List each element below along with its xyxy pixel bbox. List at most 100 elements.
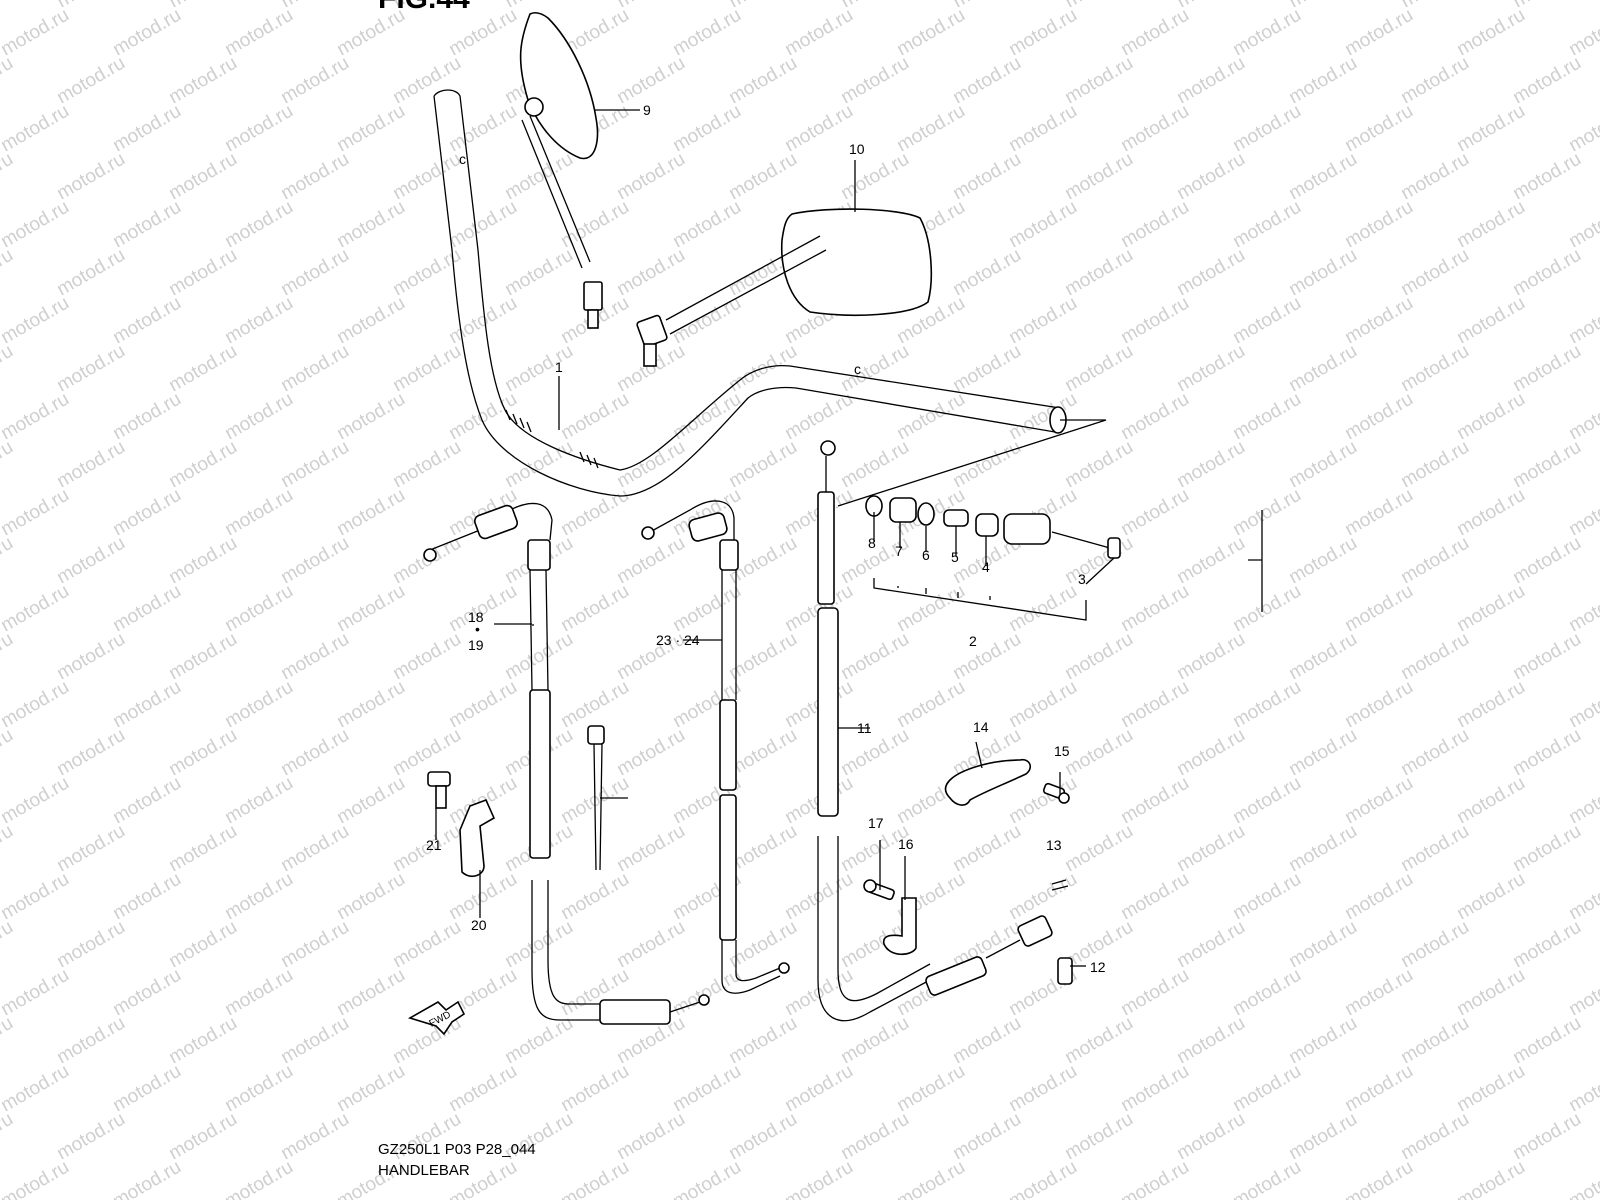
watermark-text: motod.ru	[837, 725, 912, 781]
watermark-text: motod.ru	[669, 293, 744, 349]
watermark-text: motod.ru	[949, 149, 1024, 205]
callout-20: 20	[471, 917, 487, 933]
watermark-text: motod.ru	[557, 869, 632, 925]
watermark-text: motod.ru	[1397, 1013, 1472, 1069]
watermark-text: motod.ru	[221, 101, 296, 157]
watermark-text: motod.ru	[277, 1109, 352, 1165]
watermark-text: motod.ru	[53, 245, 128, 301]
callout-21: 21	[426, 837, 442, 853]
callout-9: 9	[643, 102, 651, 118]
watermark-text: motod.ru	[109, 197, 184, 253]
callout-4: 4	[982, 559, 990, 575]
watermark-text: motod.ru	[1229, 5, 1304, 61]
watermark-text: motod.ru	[333, 581, 408, 637]
watermark-text: motod.ru	[613, 821, 688, 877]
watermark-text: motod.ru	[333, 1061, 408, 1117]
watermark-text: motod.ru	[333, 389, 408, 445]
watermark-text: motod.ru	[725, 1013, 800, 1069]
watermark-text: motod.ru	[669, 101, 744, 157]
watermark-text: motod.ru	[837, 341, 912, 397]
watermark-text: motod.ru	[1285, 149, 1360, 205]
watermark-text: motod.ru	[1509, 53, 1584, 109]
watermark-text: motod.ru	[1005, 197, 1080, 253]
watermark-text: motod.ru	[1341, 869, 1416, 925]
watermark-text: motod.ru	[1173, 437, 1248, 493]
watermark-text: motod.ru	[1173, 725, 1248, 781]
throttle-cable-18-19	[423, 502, 710, 1025]
watermark-text: motod.ru	[109, 5, 184, 61]
watermark-text: motod.ru	[1005, 5, 1080, 61]
watermark-text: motod.ru	[109, 677, 184, 733]
watermark-text: motod.ru	[1565, 1061, 1600, 1117]
watermark-text: motod.ru	[109, 869, 184, 925]
watermark-text: motod.ru	[1509, 245, 1584, 301]
watermark-text: motod.ru	[1453, 1157, 1528, 1200]
callout-8: 8	[868, 535, 876, 551]
watermark-text: motod.ru	[1061, 341, 1136, 397]
watermark-text: motod.ru	[0, 1061, 73, 1117]
callout-2: 2	[969, 633, 977, 649]
watermark-text: motod.ru	[1509, 917, 1584, 973]
watermark-text: motod.ru	[1061, 149, 1136, 205]
watermark-text: motod.ru	[0, 869, 73, 925]
watermark-text: motod.ru	[1005, 581, 1080, 637]
watermark-text: motod.ru	[1229, 101, 1304, 157]
watermark-text: motod.ru	[837, 149, 912, 205]
watermark-text: motod.ru	[1341, 677, 1416, 733]
watermark-text: motod.ru	[1397, 53, 1472, 109]
watermark-text: motod.ru	[277, 53, 352, 109]
watermark-text: motod.ru	[109, 389, 184, 445]
watermark-text: motod.ru	[1005, 1157, 1080, 1200]
watermark-text: motod.ru	[1453, 773, 1528, 829]
watermark-text: motod.ru	[1565, 869, 1600, 925]
watermark-text: motod.ru	[1173, 533, 1248, 589]
watermark-text: motod.ru	[109, 293, 184, 349]
watermark-text: motod.ru	[0, 485, 73, 541]
watermark-text: motod.ru	[1509, 533, 1584, 589]
watermark-text: motod.ru	[1565, 101, 1600, 157]
watermark-text: motod.ru	[1285, 917, 1360, 973]
watermark-text: motod.ru	[1565, 197, 1600, 253]
watermark-text: motod.ru	[0, 197, 73, 253]
watermark-text: motod.ru	[1453, 1061, 1528, 1117]
watermark-text: motod.ru	[221, 5, 296, 61]
watermark-text: motod.ru	[1341, 1061, 1416, 1117]
watermark-text: motod.ru	[333, 101, 408, 157]
watermark-text: motod.ru	[165, 53, 240, 109]
watermark-text: motod.ru	[1061, 1109, 1136, 1165]
handlebar: c c	[433, 89, 1107, 507]
watermark-text: motod.ru	[445, 677, 520, 733]
watermark-text: motod.ru	[109, 1061, 184, 1117]
watermark-text: motod.ru	[0, 581, 73, 637]
watermark-text: motod.ru	[1117, 965, 1192, 1021]
callout-18: 18	[468, 609, 484, 625]
watermark-text: motod.ru	[557, 197, 632, 253]
watermark-text: motod.ru	[53, 149, 128, 205]
callout-12: 12	[1090, 959, 1106, 975]
watermark-text: motod.ru	[109, 773, 184, 829]
svg-text:c: c	[854, 361, 861, 377]
watermark-text: motod.ru	[893, 389, 968, 445]
watermark-text: motod.ru	[0, 389, 73, 445]
watermark-text: motod.ru	[221, 677, 296, 733]
watermark-text: motod.ru	[1509, 725, 1584, 781]
watermark-text: motod.ru	[949, 1013, 1024, 1069]
callout-6: 6	[922, 547, 930, 563]
watermark-text: motod.ru	[165, 725, 240, 781]
watermark-text: motod.ru	[725, 437, 800, 493]
callout-3: 3	[1078, 571, 1086, 587]
watermark-text: motod.ru	[1509, 1013, 1584, 1069]
watermark-text: motod.ru	[1565, 581, 1600, 637]
watermark-text: motod.ru	[333, 869, 408, 925]
handlebar-weight-parts	[865, 495, 1121, 621]
watermark-text: motod.ru	[0, 245, 17, 301]
watermark-text: motod.ru	[1397, 533, 1472, 589]
watermark-text: motod.ru	[1509, 437, 1584, 493]
watermark-text: motod.ru	[1341, 1157, 1416, 1200]
watermark-text: motod.ru	[1061, 821, 1136, 877]
watermark-text: motod.ru	[1117, 101, 1192, 157]
watermark-text: motod.ru	[165, 437, 240, 493]
watermark-text: motod.ru	[1341, 293, 1416, 349]
watermark-text: motod.ru	[1117, 197, 1192, 253]
watermark-text: motod.ru	[557, 1157, 632, 1200]
